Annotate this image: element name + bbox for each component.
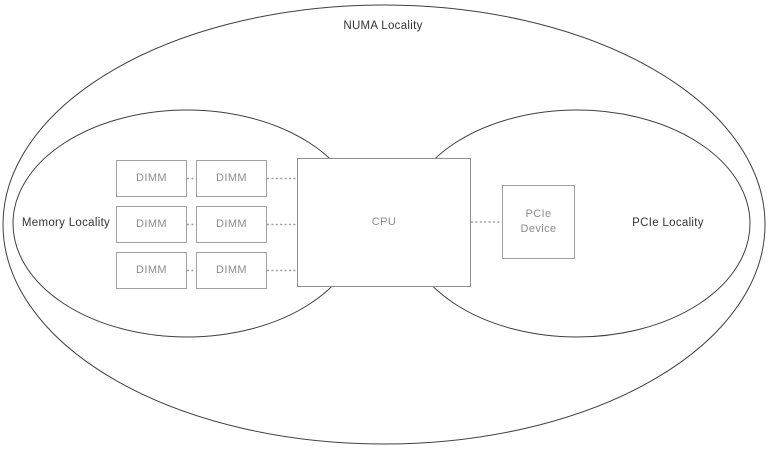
numa-locality-label: NUMA Locality bbox=[343, 20, 423, 32]
dimm-box: DIMM bbox=[196, 160, 267, 197]
dimm-box: DIMM bbox=[116, 160, 187, 197]
numa-locality-ellipse bbox=[2, 4, 766, 445]
dimm-box: DIMM bbox=[116, 206, 187, 243]
memory-locality-label: Memory Locality bbox=[21, 217, 111, 229]
cpu-box: CPU bbox=[297, 158, 471, 287]
dimm-box: DIMM bbox=[196, 252, 267, 289]
dimm-box: DIMM bbox=[196, 206, 267, 243]
dimm-box: DIMM bbox=[116, 252, 187, 289]
pcie-device-box: PCIe Device bbox=[502, 185, 575, 259]
pcie-locality-label: PCIe Locality bbox=[632, 217, 704, 229]
